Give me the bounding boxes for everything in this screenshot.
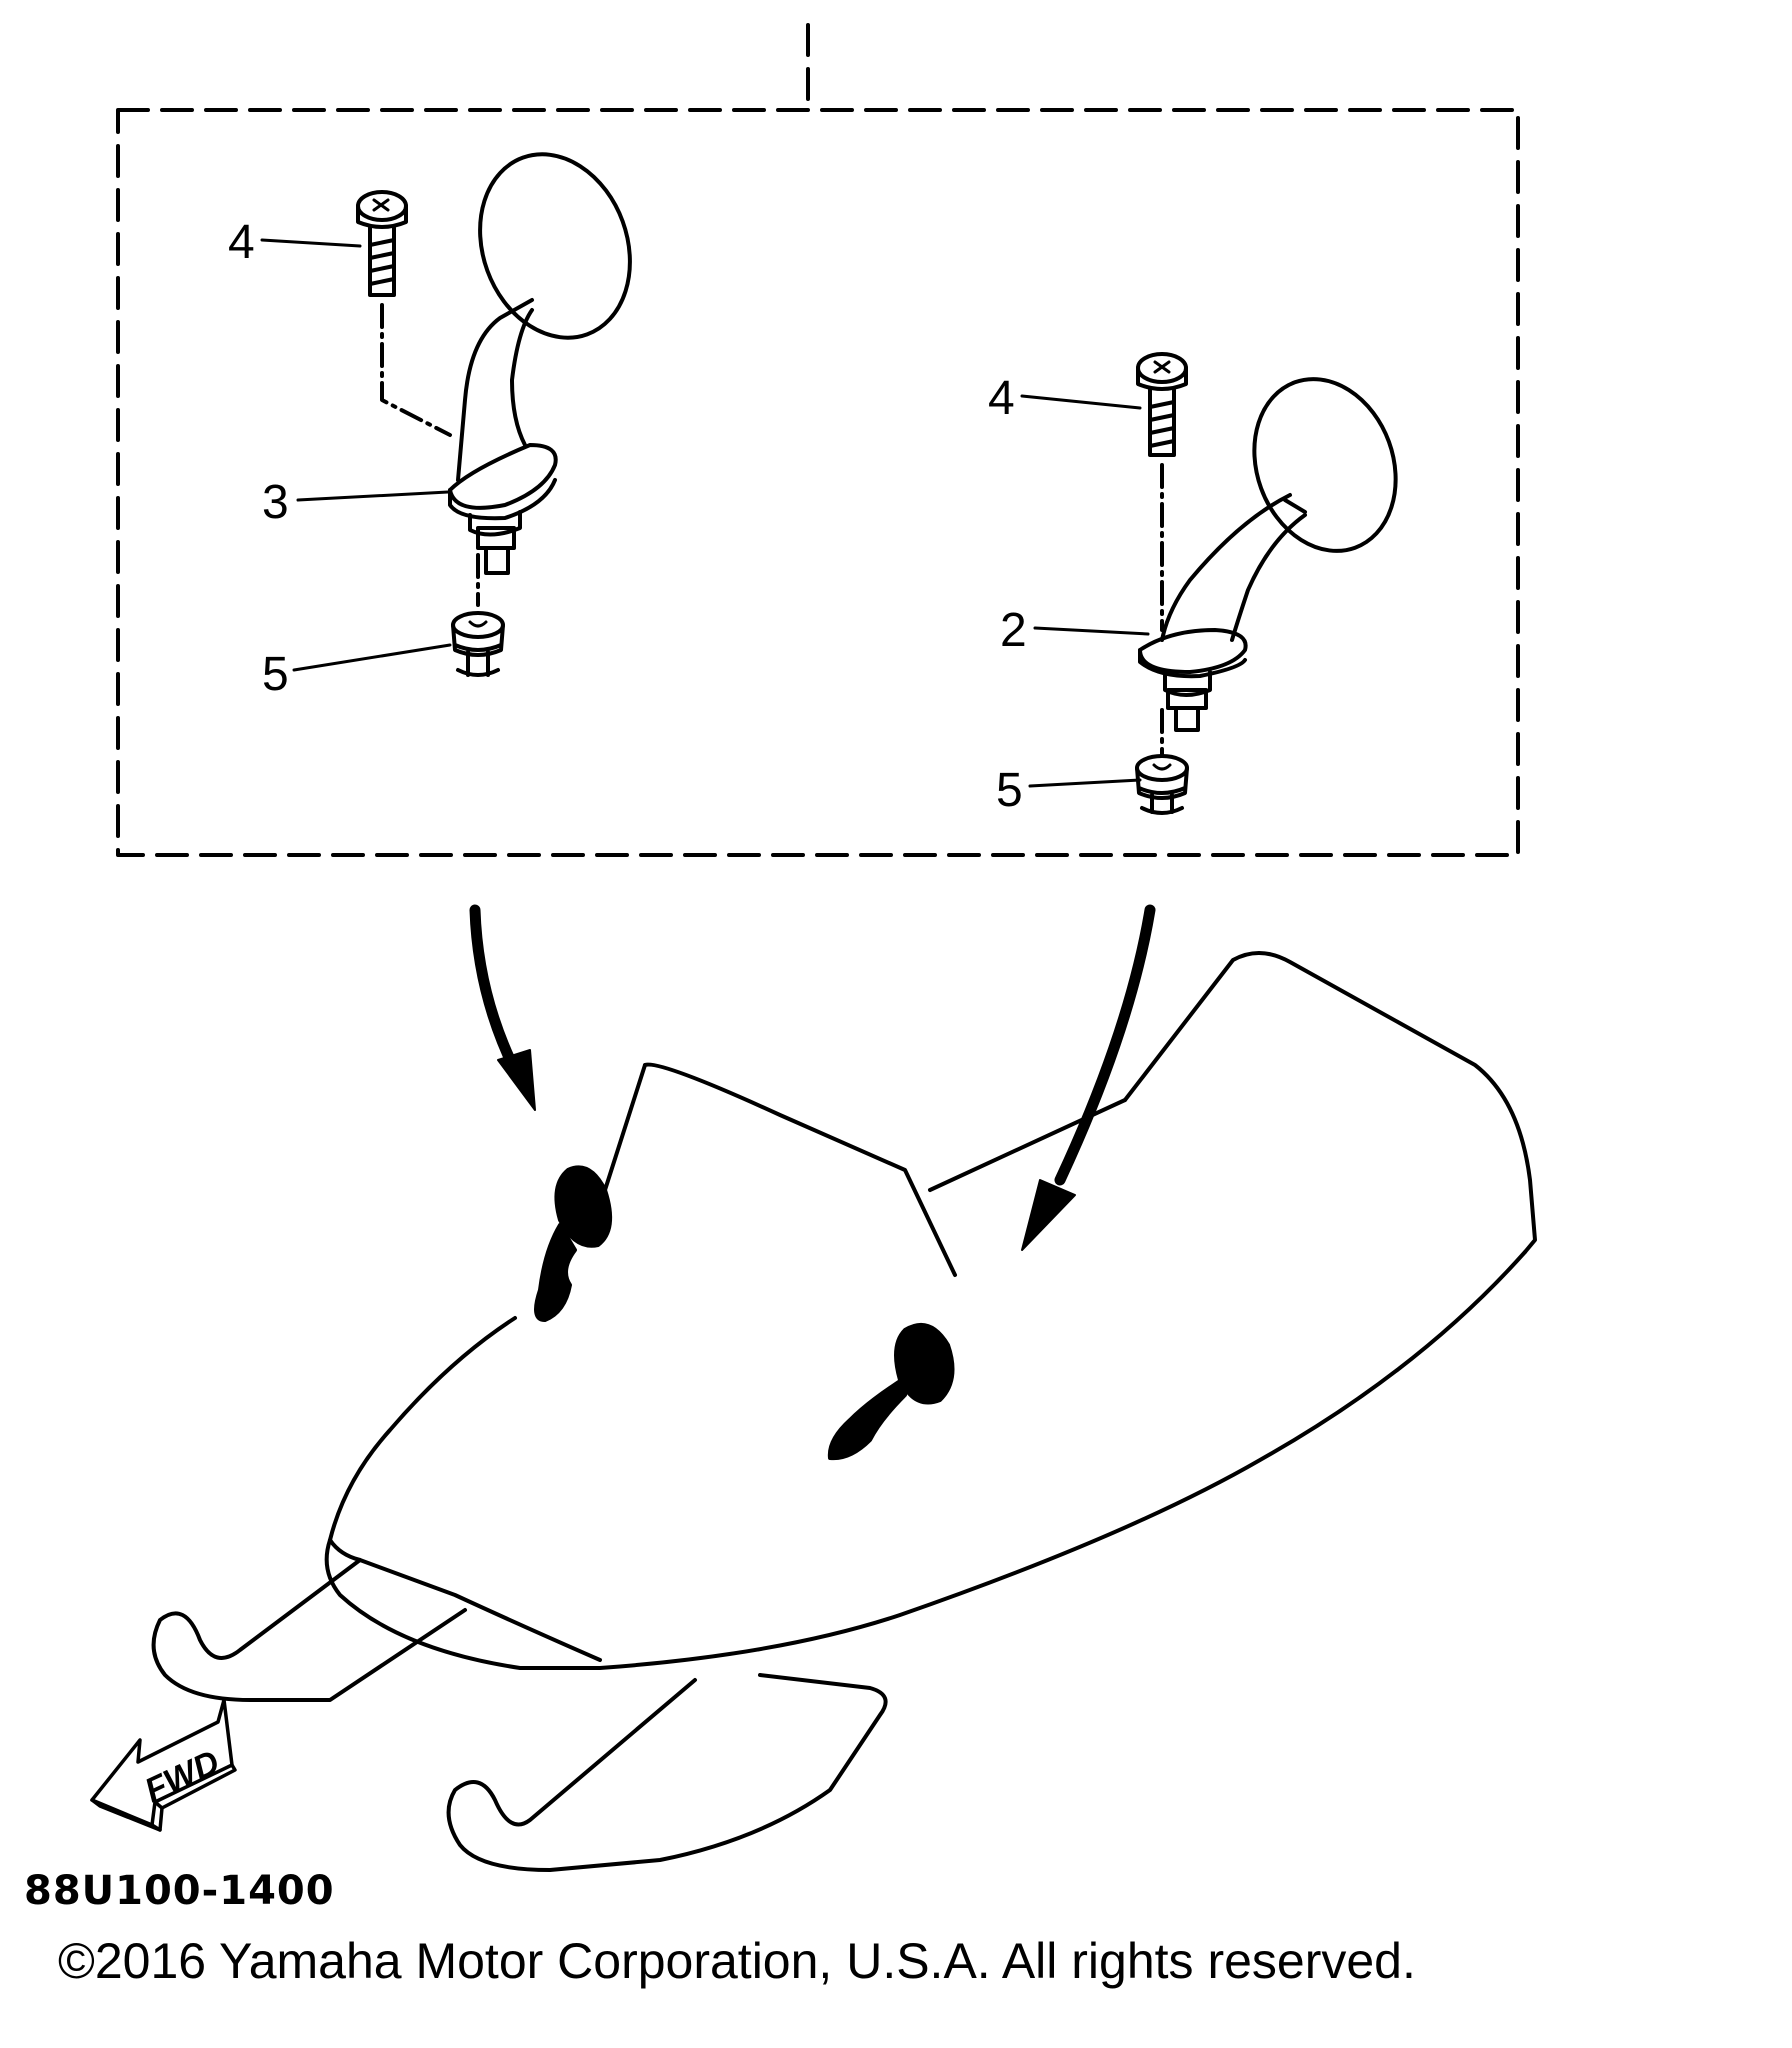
left-install-arrow bbox=[469, 904, 536, 1111]
left-bolt-dashdot-line bbox=[380, 303, 452, 437]
callout-left-bolt: 4 bbox=[228, 216, 255, 269]
installed-left-mirror bbox=[534, 1165, 613, 1322]
fwd-direction-arrow bbox=[90, 1698, 237, 1832]
callout-right-mirror: 2 bbox=[1000, 604, 1027, 657]
left-bolt-leader bbox=[260, 238, 362, 248]
part-code: 88U100-1400 bbox=[24, 1868, 335, 1914]
callout-left-nut: 5 bbox=[262, 648, 289, 701]
installed-right-mirror bbox=[827, 1323, 955, 1461]
right-ski bbox=[446, 1673, 888, 1872]
right-install-arrow bbox=[1021, 904, 1156, 1251]
callout-right-nut: 5 bbox=[996, 764, 1023, 817]
callout-right-bolt: 4 bbox=[988, 372, 1015, 425]
right-bolt-leader bbox=[1020, 394, 1142, 410]
right-mirror-leader bbox=[1033, 626, 1150, 636]
left-ski bbox=[151, 1558, 467, 1702]
callout-left-mirror: 3 bbox=[262, 476, 289, 529]
left-mirror bbox=[448, 152, 632, 575]
kit-group-box bbox=[116, 108, 1520, 857]
copyright-notice: ©2016 Yamaha Motor Corporation, U.S.A. A… bbox=[58, 1933, 1416, 1989]
right-nut bbox=[1135, 754, 1189, 815]
left-mirror-leader bbox=[296, 490, 450, 502]
right-nut-leader bbox=[1028, 778, 1142, 788]
left-nut bbox=[451, 611, 505, 677]
right-bolt bbox=[1136, 352, 1188, 457]
right-mirror bbox=[1138, 377, 1398, 732]
left-bolt bbox=[356, 190, 408, 297]
left-nut-leader bbox=[292, 643, 452, 672]
snowmobile-outline bbox=[324, 951, 1537, 1670]
